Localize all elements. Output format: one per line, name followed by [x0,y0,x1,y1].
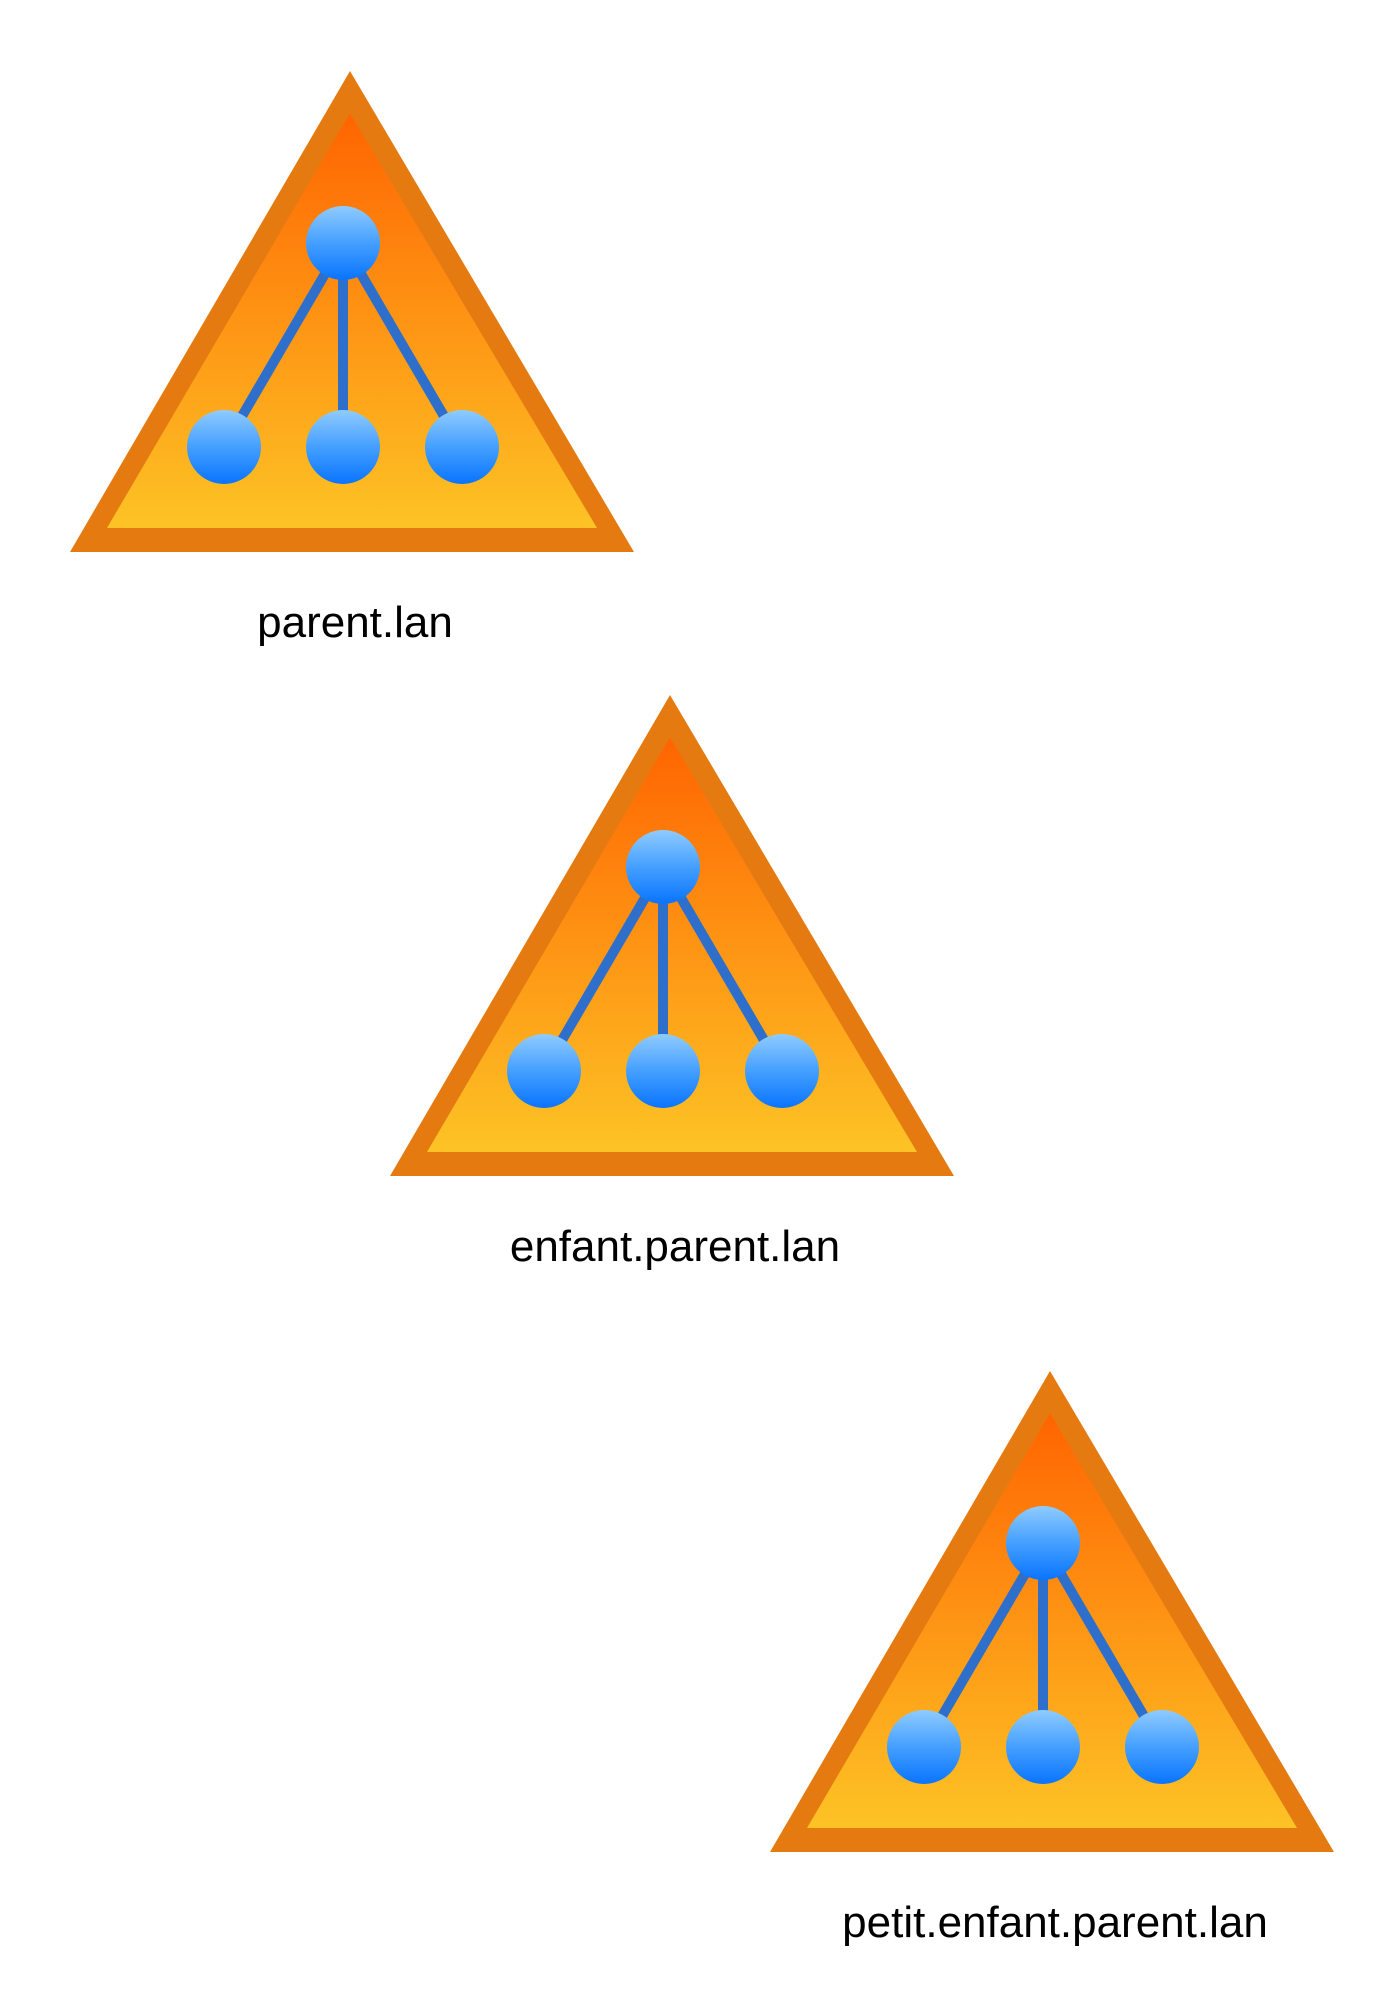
domain-label: petit.enfant.parent.lan [842,1898,1268,1947]
domain-tree-icon [390,695,960,1185]
domain-tree-icon [70,71,640,561]
domain-node-enfant: enfant.parent.lan [390,695,960,1315]
domain-node-parent: parent.lan [70,71,640,691]
domain-label: enfant.parent.lan [509,1222,841,1271]
domain-tree-icon [770,1371,1340,1861]
domain-node-petit-enfant: petit.enfant.parent.lan [770,1371,1340,1991]
domain-label: parent.lan [257,598,453,647]
